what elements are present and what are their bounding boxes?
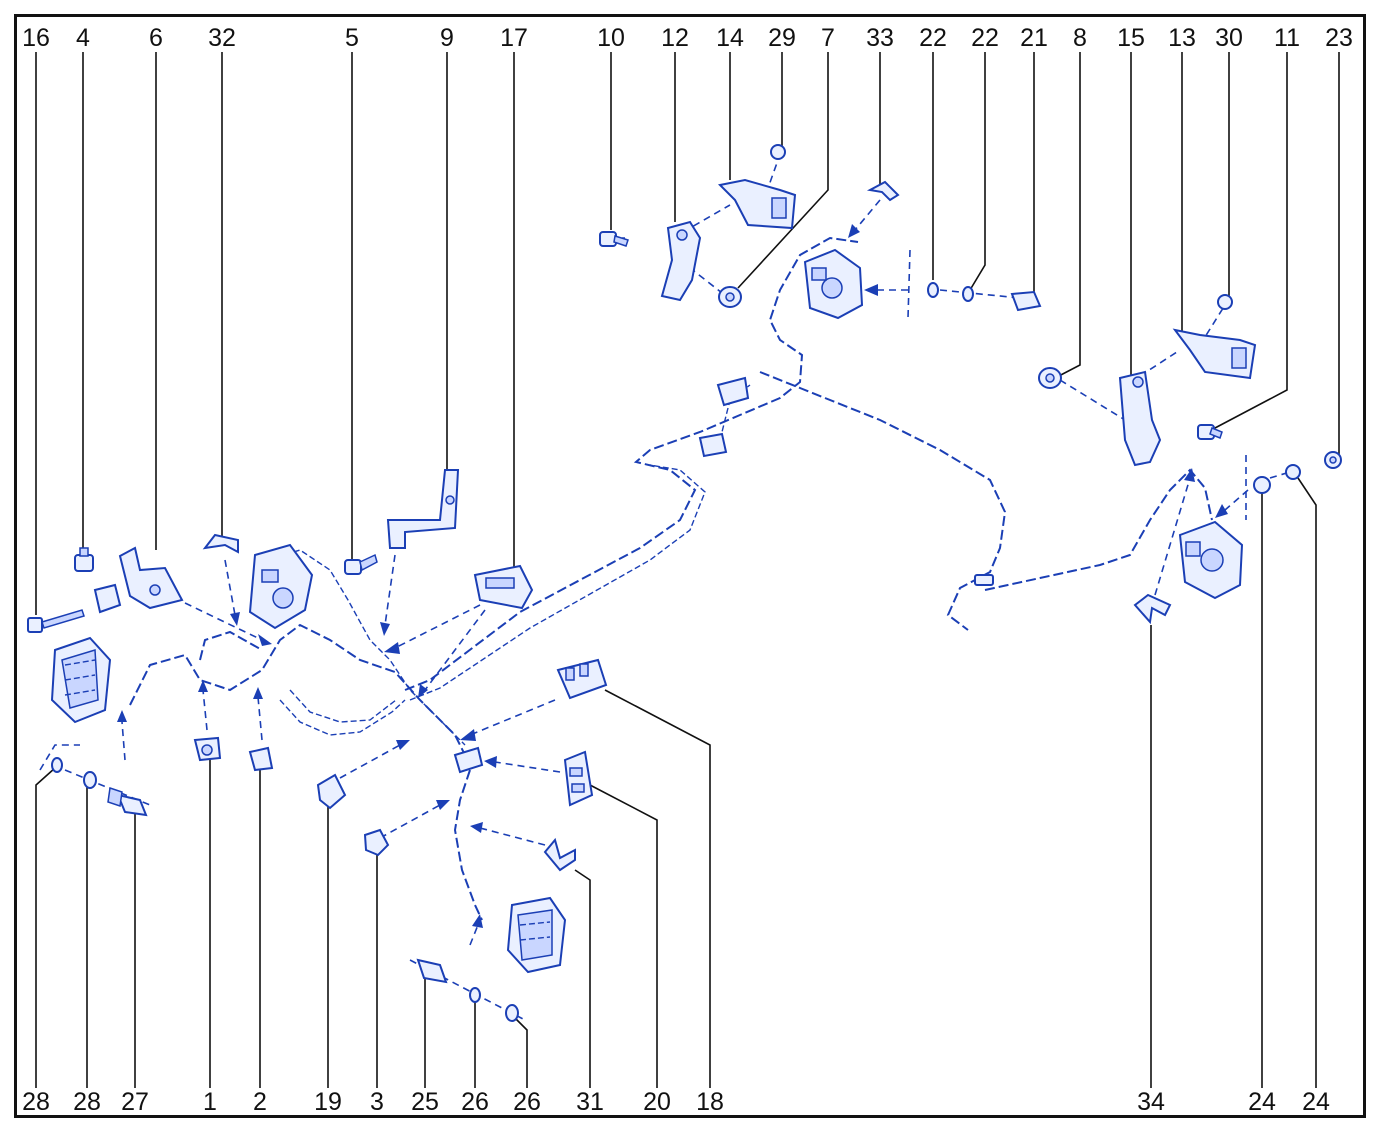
clip-31: [543, 837, 576, 872]
bolt-27: [107, 787, 148, 817]
top-leader-lines: [35, 52, 1340, 615]
callout-21: 21: [1020, 24, 1048, 52]
callout-18: 18: [696, 1088, 724, 1116]
bracket-15: [1118, 370, 1162, 467]
callout-6: 6: [149, 24, 163, 52]
bolt-11: [1197, 424, 1223, 440]
bolt-21: [1010, 290, 1042, 312]
nut-30: [1217, 294, 1233, 310]
washer-24b: [1285, 464, 1301, 480]
washer-22b: [962, 286, 974, 302]
washer-28a: [51, 757, 63, 773]
callout-16: 16: [22, 24, 50, 52]
callout-31: 31: [576, 1088, 604, 1116]
union-1: [193, 736, 222, 762]
washer-22a: [927, 282, 939, 298]
pipe-junction-upper: [716, 376, 750, 407]
bottom-leader-lines: [35, 477, 1317, 1088]
bracket-9: [386, 469, 460, 549]
callout-9: 9: [440, 24, 454, 52]
callout-19: 19: [314, 1088, 342, 1116]
callout-11: 11: [1274, 24, 1300, 52]
rear-right-caliper: [1178, 520, 1244, 600]
callout-27: 27: [121, 1088, 149, 1116]
pipe-holder-20: [563, 750, 594, 807]
callout-26b: 26: [513, 1088, 541, 1116]
rear-left-caliper: [506, 896, 567, 974]
callout-28a: 28: [22, 1088, 50, 1116]
callout-30: 30: [1215, 24, 1243, 52]
callout-22b: 22: [971, 24, 999, 52]
callout-26a: 26: [461, 1088, 489, 1116]
nut-29: [770, 144, 786, 160]
nut-8: [1038, 367, 1062, 389]
union-2: [248, 746, 274, 772]
callout-24a: 24: [1248, 1088, 1276, 1116]
callout-32: 32: [208, 24, 236, 52]
parts: [27, 144, 1342, 1022]
callout-24b: 24: [1302, 1088, 1330, 1116]
washer-24a: [1253, 476, 1271, 494]
block-19: [316, 773, 347, 810]
callout-25: 25: [411, 1088, 439, 1116]
pipe-junction-lower: [453, 746, 484, 774]
union-3: [363, 828, 390, 857]
callout-3: 3: [370, 1088, 384, 1116]
callout-17: 17: [500, 24, 528, 52]
callout-23: 23: [1325, 24, 1353, 52]
callout-34: 34: [1137, 1088, 1165, 1116]
callout-13: 13: [1168, 24, 1196, 52]
bolt-4: [74, 547, 94, 572]
callout-14: 14: [716, 24, 744, 52]
callout-33: 33: [866, 24, 894, 52]
pipe-holder-18: [556, 658, 608, 700]
bolt-25: [416, 958, 448, 984]
hydraulic-unit: [248, 543, 314, 630]
front-right-caliper: [803, 248, 864, 320]
callout-28b: 28: [73, 1088, 101, 1116]
pipe-junction-right: [974, 574, 994, 586]
clip-33: [866, 180, 900, 202]
callout-2: 2: [253, 1088, 267, 1116]
callout-22a: 22: [919, 24, 947, 52]
washer-26a: [469, 987, 481, 1003]
washer-26b: [505, 1004, 519, 1022]
bolt-16: [27, 609, 85, 633]
callout-29: 29: [768, 24, 796, 52]
bracket-14: [717, 178, 797, 230]
callout-5: 5: [345, 24, 359, 52]
callout-20: 20: [643, 1088, 671, 1116]
washer-28b: [83, 771, 97, 789]
bracket-6: [93, 546, 184, 614]
callout-1: 1: [203, 1088, 217, 1116]
pipe-junction-mid: [698, 432, 728, 458]
bracket-13: [1172, 328, 1257, 380]
pipe-holder-17: [473, 564, 534, 610]
callout-12: 12: [661, 24, 689, 52]
nut-23: [1324, 451, 1342, 469]
diagram-frame: [14, 14, 1366, 1118]
callout-4: 4: [76, 24, 90, 52]
clip-34: [1133, 593, 1172, 625]
bolt-10: [599, 231, 629, 247]
left-caliper: [50, 636, 112, 724]
bolt-5: [344, 553, 378, 575]
clip-32: [202, 533, 239, 554]
callout-10: 10: [597, 24, 625, 52]
bracket-12: [660, 220, 702, 302]
nut-7: [718, 286, 742, 308]
callout-8: 8: [1073, 24, 1087, 52]
callout-15: 15: [1117, 24, 1145, 52]
callout-7: 7: [821, 24, 835, 52]
